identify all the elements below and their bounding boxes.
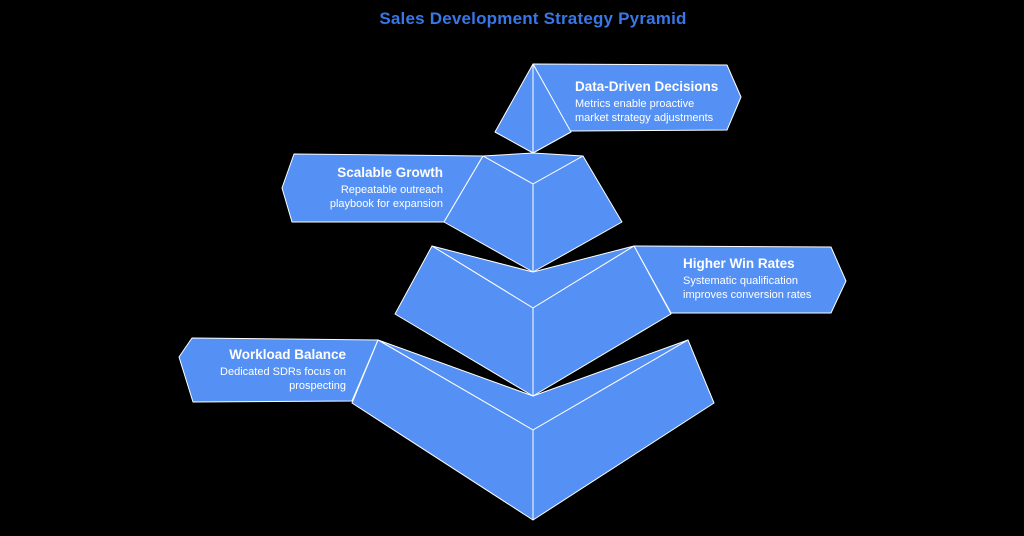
callout-desc-line: Metrics enable proactive [575,98,695,110]
callout-higher-win-rates: Higher Win Rates Systematic qualificatio… [683,255,811,302]
callout-desc-line: improves conversion rates [683,288,812,301]
callout-desc-line: Systematic qualification [683,275,798,287]
callout-title: Data-Driven Decisions [575,79,719,94]
callout-data-driven-decisions: Data-Driven Decisions Metrics enable pro… [575,78,718,125]
pyramid-tier-3 [394,245,672,397]
callout-title: Higher Win Rates [683,256,795,271]
callout-workload-balance: Workload Balance Dedicated SDRs focus on… [220,346,346,393]
pyramid-tier-1 [494,63,572,154]
callout-desc-line: Dedicated SDRs focus on [220,366,346,378]
callout-desc-line: market strategy adjustments [575,111,714,124]
callout-shape-workload-balance [178,337,379,403]
tier-1-left-face [494,63,534,154]
callout-desc-line: prospecting [289,379,346,392]
callout-shape-scalable-growth [281,153,484,223]
callout-scalable-growth: Scalable Growth Repeatable outreach play… [330,164,443,211]
callout-desc-line: Repeatable outreach [340,184,443,196]
callout-title: Workload Balance [229,347,346,362]
callout-title: Scalable Growth [337,165,443,180]
callout-desc-line: playbook for expansion [329,197,443,210]
pyramid-tier-4 [351,339,715,521]
tier-4-right-face [532,339,715,521]
callout-shapes [178,63,847,403]
pyramid-tier-2 [443,152,623,273]
page-title: Sales Development Strategy Pyramid [379,9,687,28]
tier-1-right-face [532,63,572,154]
